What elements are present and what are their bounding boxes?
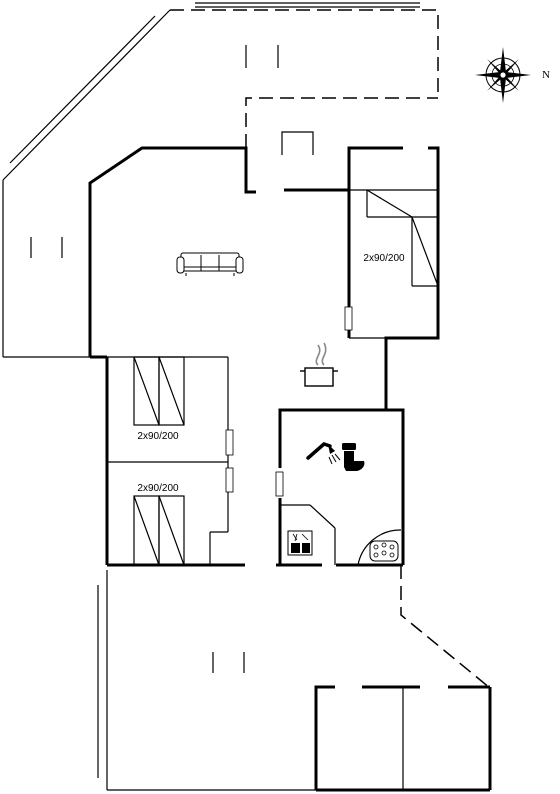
bed-label-right: 2x90/200 [363,253,405,264]
door-opening-icon [225,306,353,497]
compass-north-label: N [542,69,550,81]
compass-rose-icon [475,47,531,103]
whirlpool-icon [357,529,402,566]
bed-label-left-top: 2x90/200 [137,431,179,442]
shower-icon [306,442,341,465]
toilet-icon [342,443,365,471]
window-marker-icon [30,45,279,673]
washing-machine-icon [287,530,313,556]
bed-label-left-bottom: 2x90/200 [137,483,179,494]
bed-right [366,189,439,287]
terrace-outlines [2,2,491,791]
house-walls [88,131,492,792]
beds-left-bottom [133,495,185,566]
sofa-icon [176,252,244,276]
beds-left-top [133,356,185,426]
cooking-pot-icon [300,342,338,387]
